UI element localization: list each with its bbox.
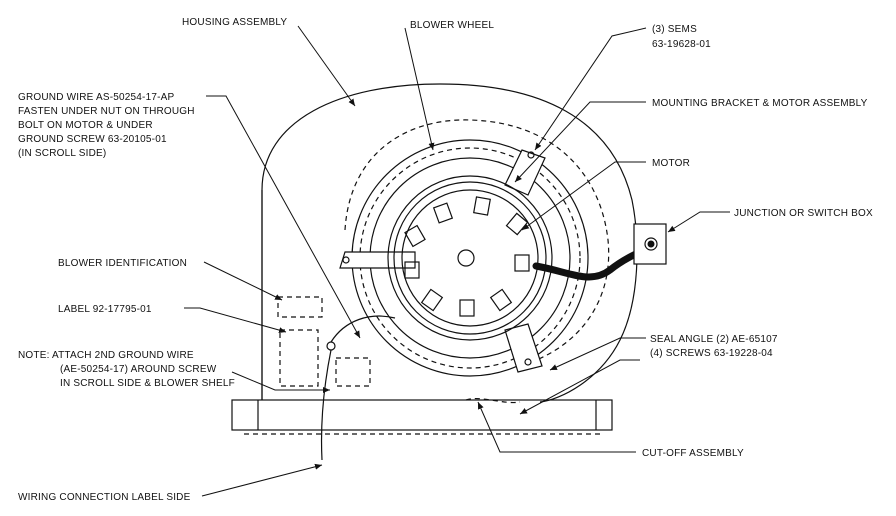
- ground-wire-label-line5: (IN SCROLL SIDE): [18, 148, 106, 159]
- blower-wheel-label: BLOWER WHEEL: [410, 20, 494, 31]
- blower-drawing: [231, 83, 667, 461]
- wiring-label-side-label: WIRING CONNECTION LABEL SIDE: [18, 492, 191, 503]
- sems-label-line1: (3) SEMS: [652, 24, 697, 35]
- ground-wire-label-line3: BOLT ON MOTOR & UNDER: [18, 120, 153, 131]
- ground-wire-label-line1: GROUND WIRE AS-50254-17-AP: [18, 92, 174, 103]
- label-box: [279, 329, 319, 387]
- leader-lines: [184, 25, 730, 497]
- sems-label-line2: 63-19628-01: [652, 39, 711, 50]
- mounting-bracket-label: MOUNTING BRACKET & MOTOR ASSEMBLY: [652, 98, 868, 109]
- housing-assembly-label: HOUSING ASSEMBLY: [182, 17, 287, 28]
- seal-angle-label-line2: (4) SCREWS 63-19228-04: [650, 348, 773, 359]
- seal-angle-label-line1: SEAL ANGLE (2) AE-65107: [650, 334, 778, 345]
- junction-box-icon: [633, 223, 667, 265]
- housing-scroll: [261, 83, 638, 403]
- cutoff-assembly-label: CUT-OFF ASSEMBLY: [642, 448, 744, 459]
- mounting-bracket: [339, 149, 546, 373]
- note-label-line2: (AE-50254-17) AROUND SCREW: [60, 364, 217, 375]
- ground-screw: [326, 341, 336, 351]
- cut-off-dashed: [465, 398, 521, 404]
- blower-id-box: [277, 296, 323, 318]
- wiring-label-box: [335, 357, 371, 387]
- junction-box-label: JUNCTION OR SWITCH BOX: [734, 208, 873, 219]
- ground-wire-label-line4: GROUND SCREW 63-20105-01: [18, 134, 167, 145]
- label-part-label: LABEL 92-17795-01: [58, 304, 152, 315]
- note-label-line1: NOTE: ATTACH 2ND GROUND WIRE: [18, 350, 194, 361]
- ground-wire-label-line2: FASTEN UNDER NUT ON THROUGH: [18, 106, 195, 117]
- ground-wire: [320, 315, 396, 461]
- blower-identification-label: BLOWER IDENTIFICATION: [58, 258, 187, 269]
- motor-label: MOTOR: [652, 158, 690, 169]
- callouts: HOUSING ASSEMBLY BLOWER WHEEL (3) SEMS 6…: [18, 17, 873, 503]
- note-label-line3: IN SCROLL SIDE & BLOWER SHELF: [60, 378, 235, 389]
- blower-shelf: [231, 399, 613, 435]
